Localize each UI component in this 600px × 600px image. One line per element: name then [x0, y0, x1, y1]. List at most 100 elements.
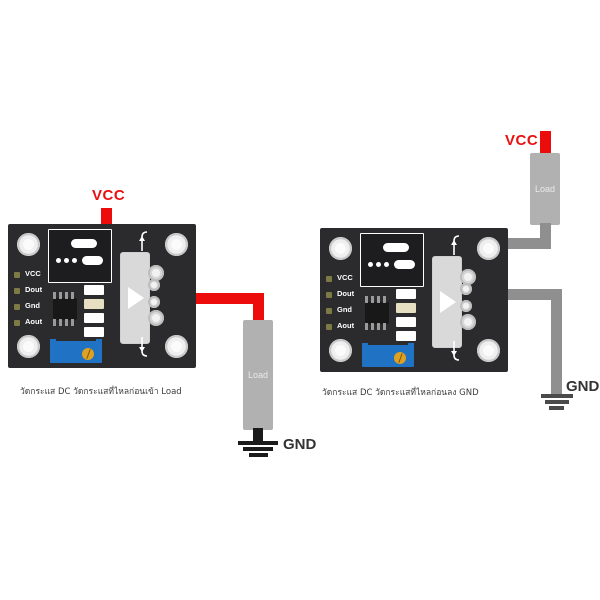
terminal-pad [460, 314, 476, 330]
wire-gray-load-drop [540, 223, 551, 249]
mounting-hole [329, 237, 352, 260]
trimpot-tab [50, 339, 56, 343]
terminal-pad-hole [464, 318, 472, 326]
current-arrow-up-icon [134, 230, 150, 257]
terminal-pad [460, 269, 476, 285]
screw-terminal-block [120, 252, 150, 344]
trimpot-tab [408, 343, 414, 347]
mounting-hole [17, 233, 40, 256]
ic-leg [59, 319, 62, 326]
pin-pad-dout [326, 292, 332, 298]
resistor-beige [84, 299, 104, 309]
resistor [84, 313, 104, 323]
ic-leg [53, 319, 56, 326]
terminal-pad [460, 300, 472, 312]
ic-leg [53, 292, 56, 299]
sensor-dot [368, 262, 373, 267]
current-arrow-up-icon [446, 234, 462, 261]
pin-label-vcc: VCC [337, 273, 353, 282]
terminal-pad [148, 265, 164, 281]
sensor-dot [64, 258, 69, 263]
pin-label-dout: Dout [25, 285, 43, 294]
ground-bar-2 [545, 400, 569, 404]
caption-right: วัดกระแส DC วัดกระแสที่ไหลก่อนลง GND [322, 388, 479, 398]
terminal-pad-hole [464, 273, 472, 281]
sensor-board-right: VCC Dout Gnd Aout [320, 228, 508, 372]
resistor [396, 289, 416, 299]
terminal-pad [148, 310, 164, 326]
ic-leg [377, 323, 380, 330]
current-direction-triangle [440, 291, 456, 313]
pin-label-gnd: Gnd [337, 305, 352, 314]
resistor [396, 317, 416, 327]
ic-leg [383, 323, 386, 330]
wire-red-vcc-stub [540, 131, 551, 153]
ic-leg [65, 319, 68, 326]
trimpot [362, 345, 414, 367]
current-arrow-down-icon [134, 336, 150, 363]
ic-leg [371, 296, 374, 303]
terminal-pad [148, 279, 160, 291]
pin-pad-dout [14, 288, 20, 294]
mounting-hole [165, 335, 188, 358]
current-arrow-down-icon [446, 340, 462, 367]
pin-label-vcc: VCC [25, 269, 41, 278]
vcc-label-right: VCC [505, 132, 539, 149]
ic-leg [59, 292, 62, 299]
ic-leg [383, 296, 386, 303]
arrow-down-svg [451, 341, 460, 361]
trimpot-screw [82, 348, 94, 360]
ic-leg [371, 323, 374, 330]
load-block-left: Load [243, 320, 273, 430]
sensor-dot [56, 258, 61, 263]
sensor-pill-bottom [394, 260, 415, 269]
pin-pad-gnd [326, 308, 332, 314]
resistor-beige [396, 303, 416, 313]
pin-pad-gnd [14, 304, 20, 310]
ic-leg [365, 323, 368, 330]
mounting-hole [17, 335, 40, 358]
ic-leg [65, 292, 68, 299]
left-diagram: VCC VCC Dout [0, 0, 300, 600]
sensor-dot [384, 262, 389, 267]
terminal-pad-hole [151, 282, 157, 288]
trimpot-tab [362, 343, 368, 347]
trimpot [50, 341, 102, 363]
ground-bar-2 [243, 447, 273, 451]
screw-terminal-block [432, 256, 462, 348]
sensor-outline-box [360, 233, 424, 287]
trimpot-tab [96, 339, 102, 343]
sensor-pill-top [71, 239, 97, 248]
load-block-right: Load [530, 153, 560, 225]
terminal-pad-hole [463, 303, 469, 309]
ic-leg [71, 319, 74, 326]
sensor-pill-bottom [82, 256, 103, 265]
ground-bar-1 [238, 441, 278, 445]
ground-bar-3 [249, 453, 268, 457]
resistor [84, 327, 104, 337]
ic-leg [377, 296, 380, 303]
pin-label-aout: Aout [337, 321, 355, 330]
ic-leg [365, 296, 368, 303]
trimpot-screw [394, 352, 406, 364]
pin-pad-vcc [326, 276, 332, 282]
wire-gray-ground-vertical [551, 289, 562, 395]
terminal-pad-hole [463, 286, 469, 292]
wire-gray-terminal-out [476, 289, 562, 300]
mounting-hole [477, 237, 500, 260]
pin-pad-aout [326, 324, 332, 330]
terminal-pad-hole [151, 299, 157, 305]
sensor-dot [376, 262, 381, 267]
sensor-outline-box [48, 229, 112, 283]
sensor-board-left: VCC Dout Gnd Aout [8, 224, 196, 368]
gnd-label-left: GND [283, 436, 317, 453]
pin-label-aout: Aout [25, 317, 43, 326]
pin-pad-vcc [14, 272, 20, 278]
ground-bar-3 [549, 406, 564, 410]
vcc-label-left: VCC [92, 187, 126, 204]
load-label: Load [247, 370, 269, 380]
arrow-up-svg [451, 235, 460, 255]
ic-leg [71, 292, 74, 299]
terminal-pad-hole [152, 314, 160, 322]
current-direction-triangle [128, 287, 144, 309]
